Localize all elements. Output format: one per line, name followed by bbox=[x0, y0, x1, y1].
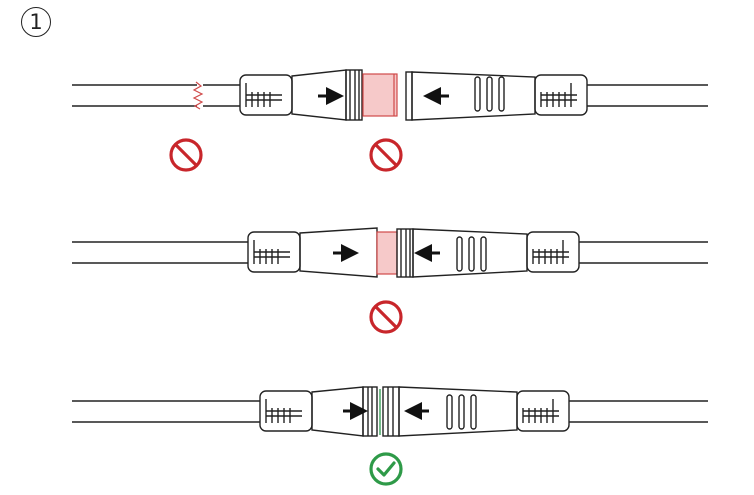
row-separated bbox=[72, 69, 708, 121]
left-cable bbox=[72, 81, 240, 110]
right-connector-body bbox=[405, 71, 536, 121]
left-connector-body bbox=[311, 386, 378, 437]
row-partially-connected bbox=[72, 227, 708, 278]
right-grip bbox=[534, 74, 588, 116]
right-cable bbox=[569, 400, 708, 423]
right-cable bbox=[579, 241, 708, 264]
right-cable bbox=[587, 84, 708, 107]
left-cable bbox=[72, 241, 248, 264]
row-fully-connected bbox=[72, 386, 708, 437]
cable-cut-mark bbox=[192, 81, 204, 110]
prohibited-icon bbox=[369, 138, 403, 172]
exposed-seal-highlight bbox=[376, 231, 398, 275]
left-grip bbox=[259, 390, 313, 432]
left-grip bbox=[247, 231, 301, 273]
right-connector-body bbox=[396, 228, 528, 278]
right-connector-body bbox=[382, 386, 518, 437]
right-grip bbox=[526, 231, 580, 273]
step-number-badge: 1 bbox=[21, 7, 51, 37]
right-grip bbox=[516, 390, 570, 432]
check-icon bbox=[369, 452, 403, 486]
left-grip bbox=[239, 74, 293, 116]
left-connector-body bbox=[299, 227, 378, 278]
prohibited-icon bbox=[369, 300, 403, 334]
left-connector-body bbox=[291, 69, 363, 121]
step-number: 1 bbox=[29, 9, 43, 34]
exposed-seal-highlight bbox=[362, 73, 398, 117]
prohibited-icon bbox=[169, 138, 203, 172]
left-cable bbox=[72, 400, 260, 423]
